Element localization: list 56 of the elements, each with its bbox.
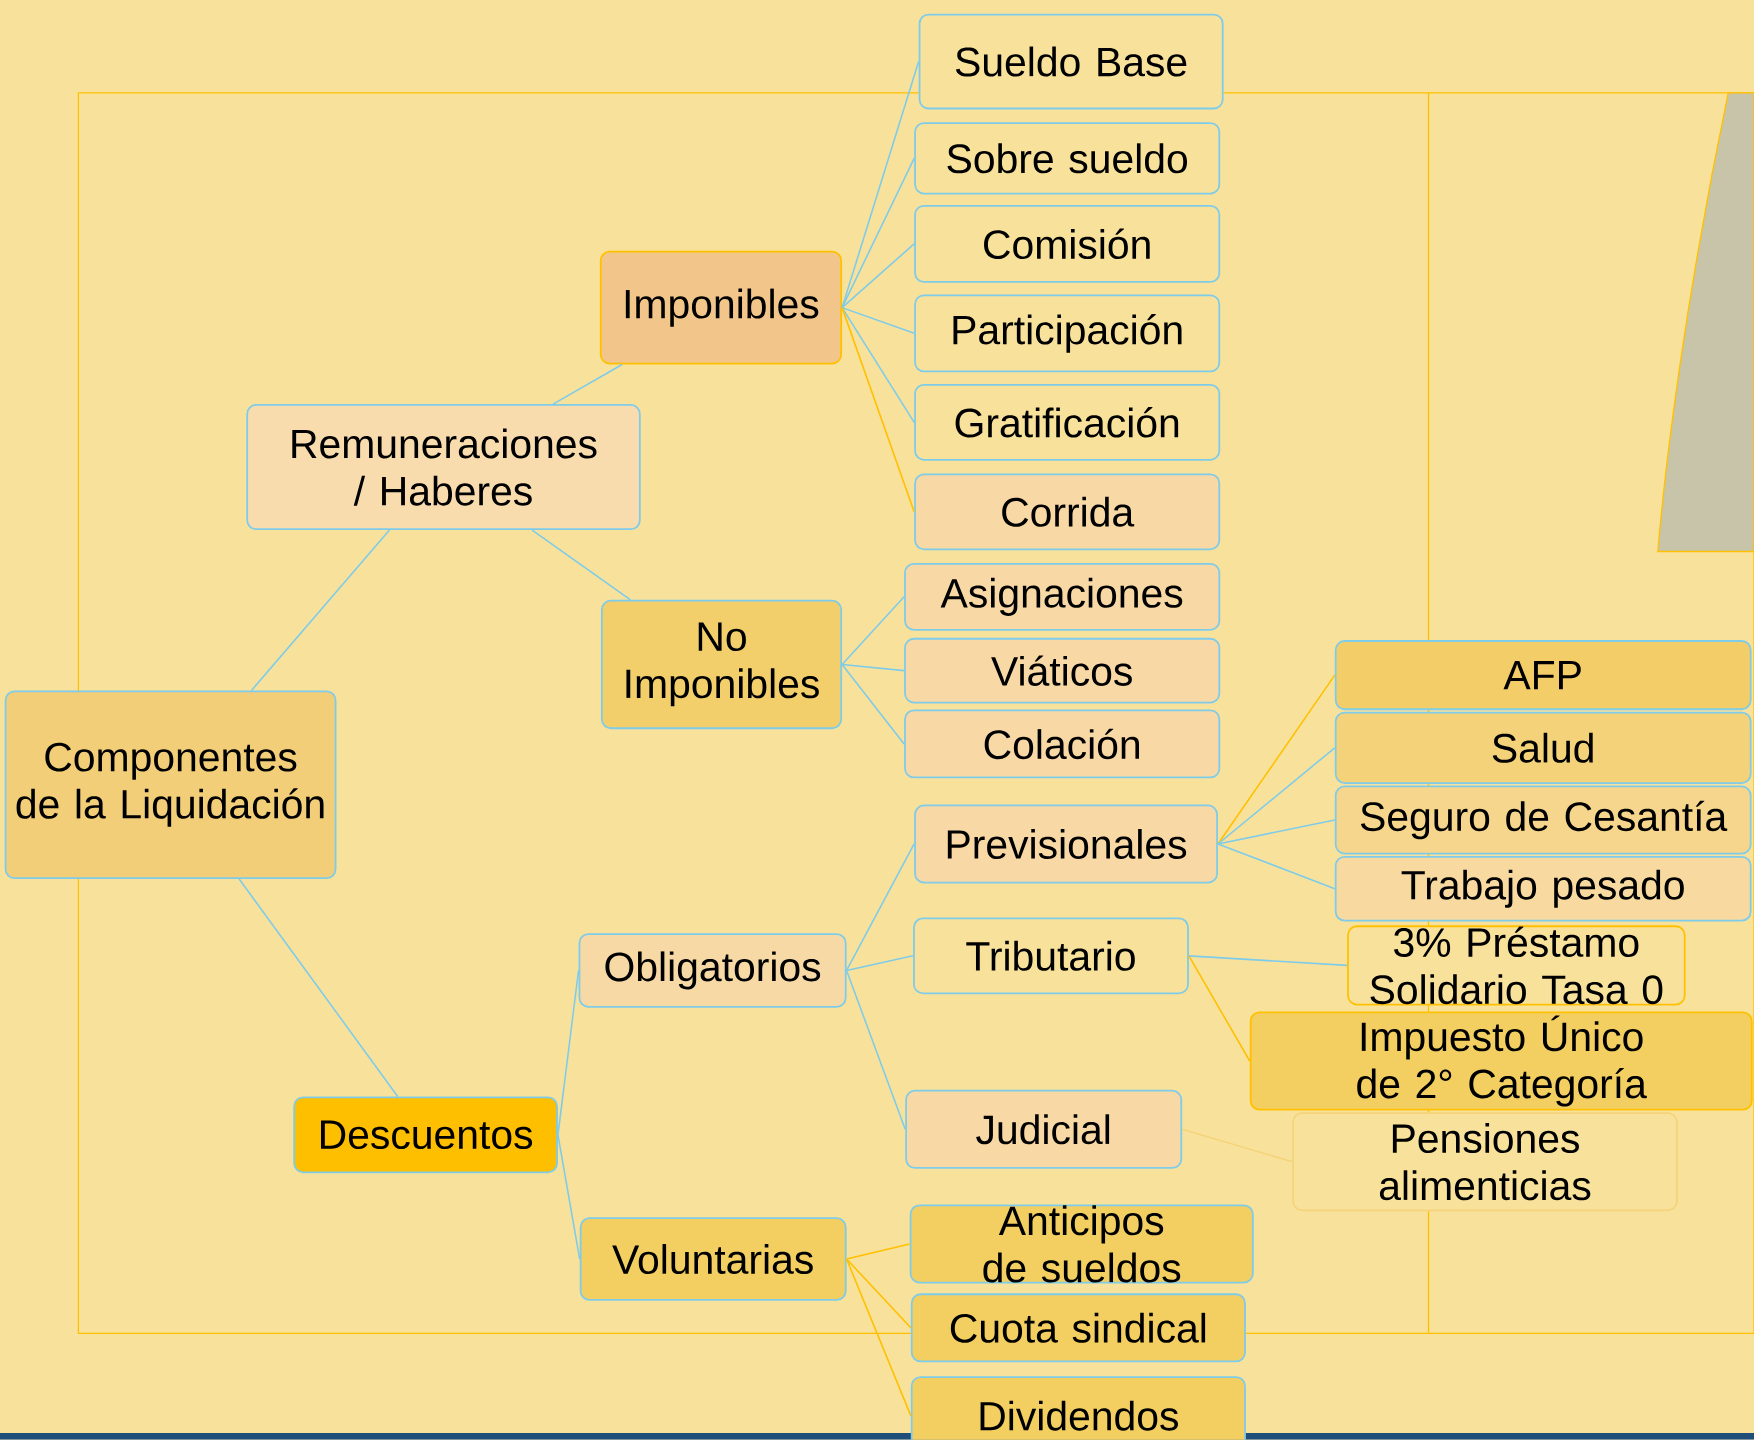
connector-line [845, 1243, 911, 1260]
connector-line [557, 969, 580, 1136]
connector-line [552, 363, 623, 405]
topic-box: Descuentos [293, 1096, 558, 1174]
central-topic-box: Componentes de la Liquidación [4, 690, 337, 880]
topic-box: Imponibles [599, 250, 843, 365]
connector-line [1217, 843, 1336, 890]
connector-line [841, 243, 915, 309]
topic-box: Cuota sindical [910, 1293, 1246, 1363]
topic-box: Remuneraciones / Haberes [246, 404, 641, 531]
topic-box: Asignaciones [904, 563, 1221, 631]
topic-box: Viáticos [904, 638, 1221, 704]
connector-line [841, 307, 915, 424]
topic-box: Tributario [913, 917, 1189, 995]
topic-box: Previsionales [914, 804, 1218, 884]
connector-line [841, 596, 905, 666]
connector-line [845, 1258, 912, 1417]
topic-box: Anticipos de sueldos [909, 1204, 1254, 1284]
connector-line [841, 663, 905, 745]
connector-line [845, 843, 915, 972]
topic-box: No Imponibles [600, 599, 843, 730]
topic-box: Participación [914, 294, 1221, 373]
topic-box: Impuesto Único de 2° Categoría [1249, 1011, 1753, 1111]
connector-line [841, 157, 915, 309]
topic-box: Comisión [914, 205, 1221, 283]
connector-line [250, 529, 391, 692]
topic-box: Corrida [914, 473, 1221, 551]
topic-box: Obligatorios [578, 933, 847, 1008]
topic-box: 3% Préstamo Solidario Tasa 0 [1347, 925, 1686, 1006]
topic-box: Trabajo pesado [1334, 856, 1752, 922]
connector-line [1188, 955, 1251, 1062]
connector-line [1181, 1128, 1294, 1163]
topic-box: Pensiones alimenticias [1292, 1112, 1678, 1212]
topic-box: AFP [1334, 640, 1752, 711]
connector-line [841, 307, 915, 513]
topic-box: Gratificación [914, 384, 1221, 461]
connector-line [845, 1258, 912, 1329]
connector-line [1217, 747, 1336, 845]
connector-line [1217, 819, 1336, 845]
topic-box: Voluntarias [579, 1217, 847, 1301]
topic-box: Sobre sueldo [914, 122, 1221, 195]
topic-box: Dividendos [910, 1376, 1246, 1440]
connector-line [841, 307, 915, 335]
topic-box: Colación [904, 709, 1221, 779]
connector-line [238, 878, 399, 1098]
topic-box: Judicial [905, 1089, 1183, 1169]
connector-line [531, 529, 632, 601]
connector-line [845, 955, 914, 972]
connector-line [1217, 674, 1336, 845]
connector-line [845, 969, 906, 1131]
connector-line [557, 1134, 581, 1260]
connector-line [1188, 955, 1348, 967]
topic-box: Sueldo Base [918, 13, 1224, 110]
topic-box: Salud [1334, 711, 1752, 785]
connector-line [841, 663, 905, 672]
topic-box: Seguro de Cesantía [1334, 785, 1752, 855]
